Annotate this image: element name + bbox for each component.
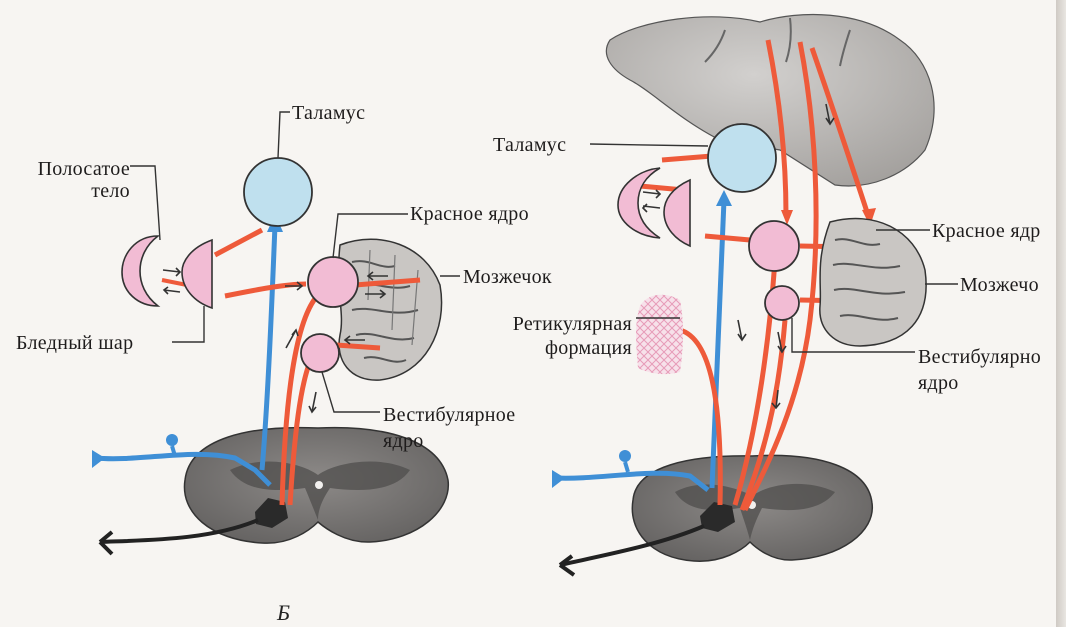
red-nucleus-shape-left (308, 257, 358, 307)
globus-pallidus-label: Бледный шар (16, 332, 133, 354)
red-nucleus-shape-right (749, 221, 799, 271)
page-edge-shadow (1056, 0, 1066, 627)
vestibular-nucleus-label-right: Вестибулярно ядро (918, 344, 1041, 396)
red-nucleus-label-right: Красное ядр (932, 220, 1041, 242)
reticular-formation-label: Ретикулярная формация (440, 312, 632, 360)
globus-pallidus-shape-left (182, 240, 212, 308)
cerebellum-label-left: Мозжечок (463, 266, 552, 288)
red-nucleus-label-left: Красное ядро (410, 203, 529, 225)
cerebellum-left (339, 239, 442, 380)
cerebellum-right (820, 219, 926, 346)
right-panel (552, 15, 958, 575)
thalamus-label-right: Таламус (493, 134, 566, 156)
thalamus-label-left: Таламус (292, 102, 365, 124)
thalamus-shape-right (708, 124, 776, 192)
vestibular-nucleus-shape-right (765, 286, 799, 320)
striatum-shape-left (122, 236, 158, 306)
striatum-label: Полосатое тело (14, 158, 130, 202)
reticular-formation-shape (636, 295, 683, 374)
thalamus-shape-left (244, 158, 312, 226)
striatum-shape-right (618, 168, 660, 238)
figure-letter: Б (277, 600, 290, 626)
vestibular-nucleus-label-left: Вестибулярное ядро (383, 402, 515, 454)
left-panel (92, 112, 460, 554)
cerebellum-label-right: Мозжечо (960, 274, 1039, 296)
vestibular-nucleus-shape-left (301, 334, 339, 372)
